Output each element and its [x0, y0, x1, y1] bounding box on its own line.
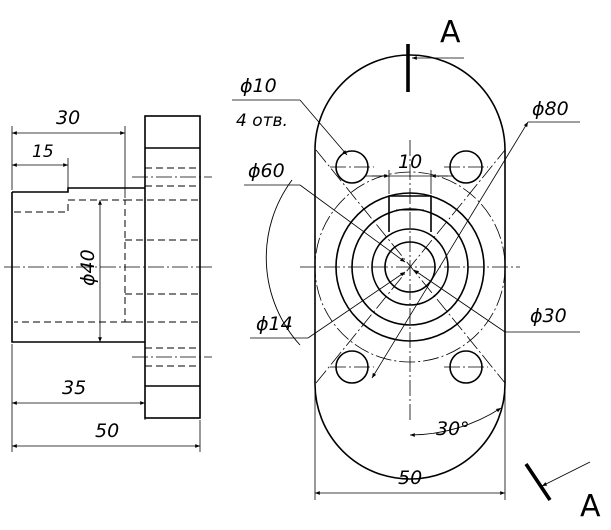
- hole-dia-label: ϕ10: [240, 75, 277, 97]
- dia-60-label: ϕ60: [248, 160, 285, 182]
- dim-50-side-label: 50: [95, 420, 119, 442]
- dim-15-label: 15: [32, 142, 54, 162]
- side-view: 30 15 ϕ40 35 50: [4, 107, 212, 452]
- hub-outline: [11, 187, 145, 343]
- flange-front-outline: [314, 54, 506, 480]
- dim-30-label: 30: [56, 107, 80, 129]
- section-marks: A A: [406, 15, 601, 524]
- dia-80-leader: [371, 121, 529, 379]
- dia-80-label: ϕ80: [532, 98, 569, 120]
- dim-40-label: ϕ40: [77, 249, 99, 286]
- front-view: ϕ80 ϕ10 4 отв. ϕ60 10 ϕ14 ϕ30 30° 50: [232, 54, 580, 500]
- dia-60-leader: [299, 184, 406, 263]
- hole-dia-leader: [299, 99, 348, 156]
- dim-50-front-label: 50: [398, 467, 422, 489]
- dia-30-leader: [413, 269, 506, 333]
- dim-10-label: 10: [398, 151, 422, 173]
- bore-hidden-lines: [14, 199, 126, 323]
- section-arrow-bottom: [541, 461, 591, 487]
- angle-30-label: 30°: [436, 418, 470, 440]
- section-label-bottom: A: [580, 489, 601, 524]
- angle-30-arc: [409, 407, 502, 437]
- dia-30-label: ϕ30: [530, 305, 567, 327]
- dia-80-arc: [265, 179, 301, 346]
- hole-count-label: 4 отв.: [236, 111, 288, 131]
- dim-35-label: 35: [62, 377, 86, 399]
- section-label-top: A: [440, 15, 461, 50]
- dia-14-label: ϕ14: [256, 313, 293, 335]
- section-line-bottom: [524, 463, 552, 501]
- dia-14-leader: [307, 271, 406, 339]
